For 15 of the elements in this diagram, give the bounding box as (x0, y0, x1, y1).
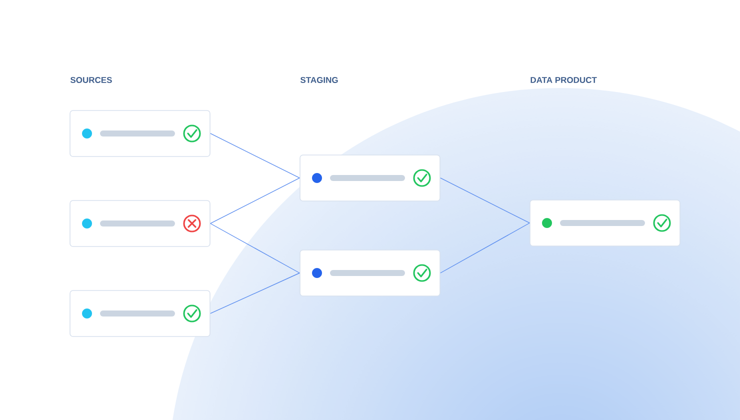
card (70, 290, 210, 337)
connector-line (440, 222, 530, 274)
column-heading: SOURCES (70, 77, 112, 83)
card (300, 250, 440, 296)
column-heading: DATA PRODUCT (530, 77, 597, 83)
card (300, 154, 440, 202)
card (530, 200, 680, 246)
card (70, 200, 210, 247)
card (70, 110, 210, 157)
connector-line (210, 272, 300, 314)
connector-line (210, 133, 300, 178)
connector-line (210, 178, 300, 224)
column-heading: STAGING (300, 77, 338, 83)
connector-line (440, 178, 530, 224)
connector-line (210, 223, 300, 274)
